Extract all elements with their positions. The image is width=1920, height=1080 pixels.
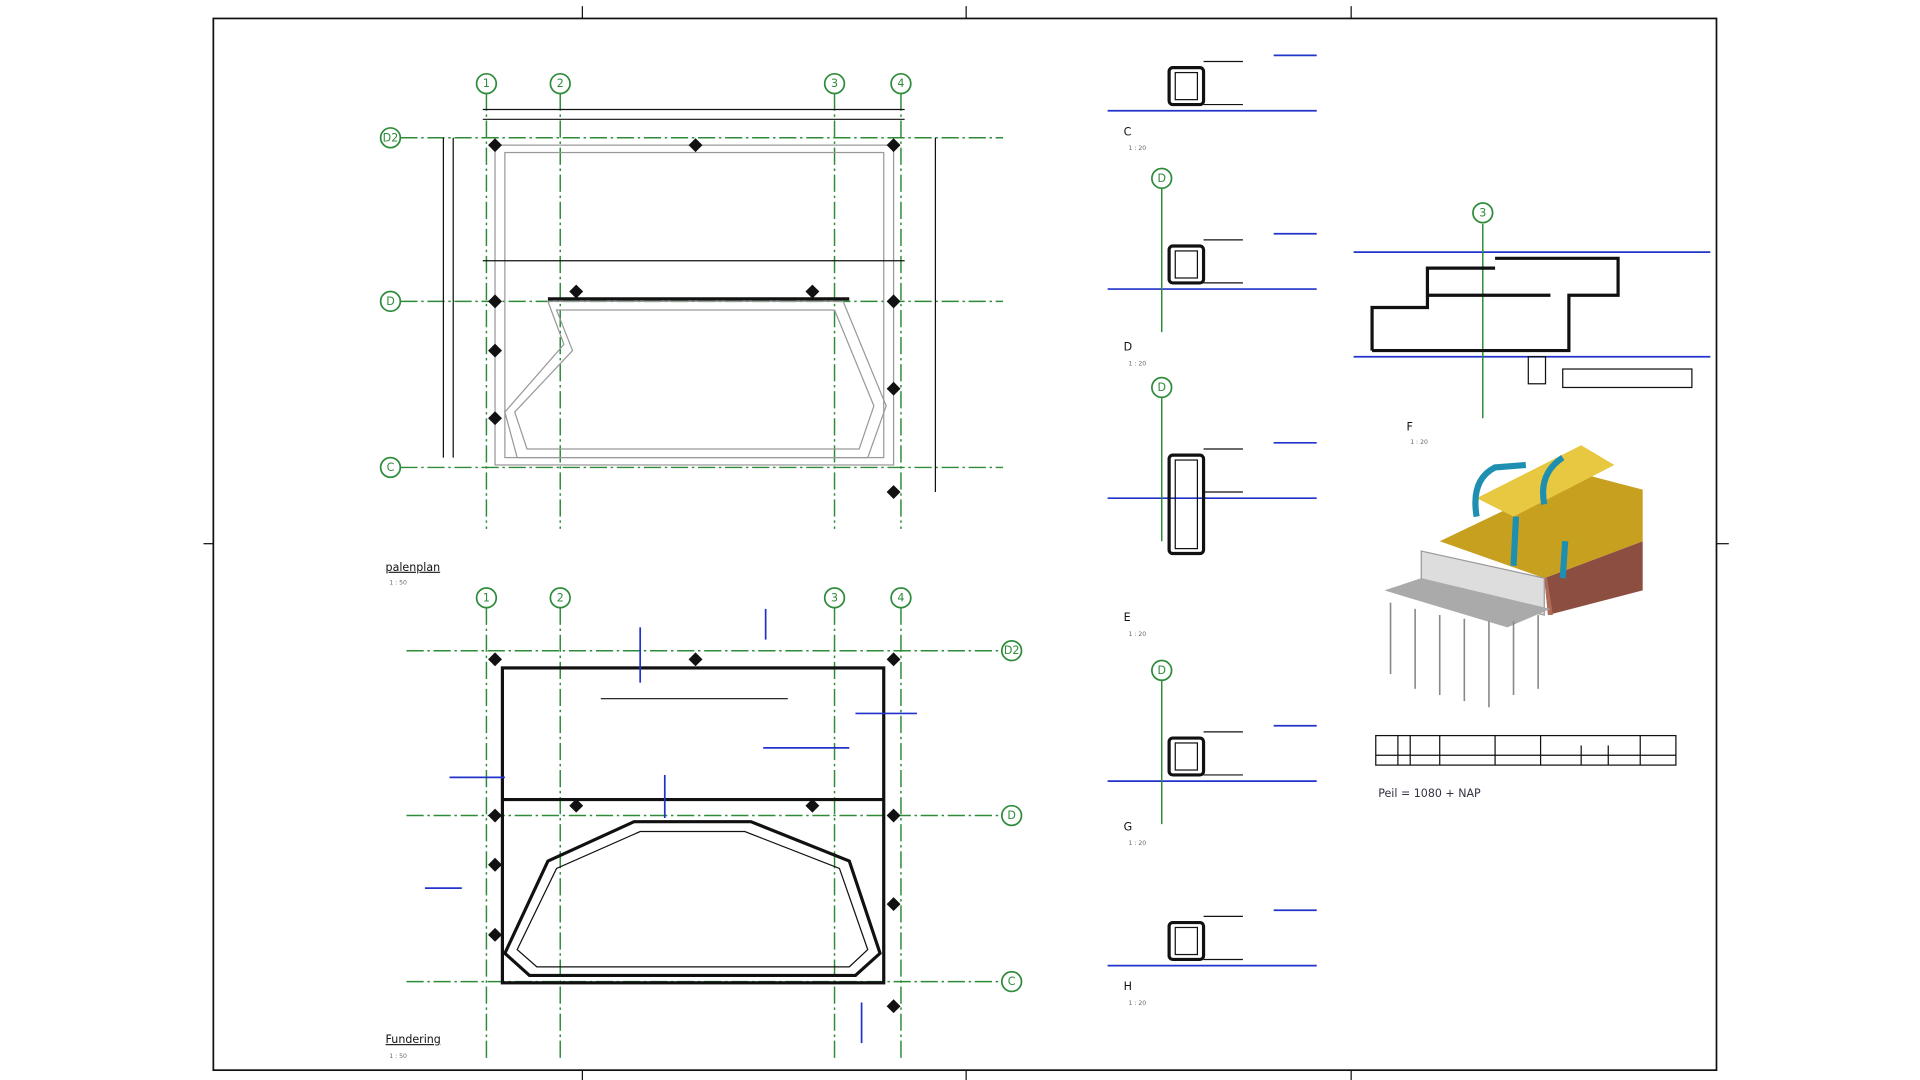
plan-scale-fundering: 1 : 50 <box>389 1053 407 1060</box>
grid-bubble-col <box>475 72 498 95</box>
grid-label-col: 4 <box>897 77 904 90</box>
3d-model-view <box>1384 445 1643 708</box>
section-scale: 1 : 20 <box>1129 1000 1147 1007</box>
grid-bubble-col <box>549 72 571 95</box>
section-beam <box>1167 453 1206 556</box>
grid-label-row: C <box>1008 975 1016 988</box>
pile-marker <box>488 411 502 426</box>
grid-label-row: D2 <box>383 131 399 144</box>
grid-bubble-row <box>1000 804 1023 827</box>
grid-bubble-row <box>1000 970 1023 993</box>
pile-marker <box>886 294 901 309</box>
section-label: D <box>1124 341 1133 354</box>
grid-bubble-col <box>890 72 912 95</box>
pile-marker <box>488 927 502 942</box>
pile-marker <box>488 808 502 823</box>
section-beam <box>1167 736 1206 777</box>
grid-bubble-row <box>1000 640 1023 662</box>
grid-label-col: 2 <box>557 591 564 604</box>
plan-title-palenplan: palenplan <box>386 561 441 574</box>
pile-marker <box>886 138 901 153</box>
pile-marker <box>688 138 703 153</box>
pile-marker <box>805 284 820 299</box>
level-table <box>1375 734 1677 766</box>
section-grid-label: D <box>1157 172 1166 185</box>
pile-marker <box>688 652 703 667</box>
section-label: G <box>1124 820 1133 833</box>
grid-label-col: 3 <box>831 77 838 90</box>
section-f-detail: 3 F 1 : 20 <box>1353 202 1711 446</box>
section-label: C <box>1124 125 1132 138</box>
grid-label-col: 2 <box>557 77 564 90</box>
pile-marker <box>488 652 502 667</box>
section-grid-label: D <box>1157 381 1166 394</box>
section-scale: 1 : 20 <box>1129 840 1147 847</box>
plan-scale-palenplan: 1 : 50 <box>389 579 407 586</box>
grid-bubble-col <box>890 587 912 609</box>
grid-label-row: C <box>387 461 395 474</box>
pile-marker <box>886 999 901 1014</box>
section-details: C 1 : 20 D D 1 : 20 D E 1 : 20 D G 1 : 20 H 1 : 20 <box>1107 54 1317 1007</box>
grid-bubble-row <box>379 290 402 313</box>
section-grid-bubble <box>1151 659 1173 682</box>
section-grid-bubble <box>1151 376 1173 399</box>
grid-label-row: D2 <box>1004 644 1020 657</box>
grid-bubble-col <box>549 587 571 609</box>
pile-marker <box>488 343 502 358</box>
pile-marker <box>886 897 901 912</box>
grid-label-row: D <box>386 295 395 308</box>
section-scale: 1 : 20 <box>1129 145 1147 152</box>
pile-marker <box>886 808 901 823</box>
section-f-label: F <box>1407 421 1413 434</box>
pile-marker <box>488 294 502 309</box>
grid-label-row: D <box>1007 809 1016 822</box>
border-ticks <box>203 6 1729 1080</box>
pile-marker <box>488 138 502 153</box>
grid-bubble-col <box>475 587 498 609</box>
pile-marker <box>886 652 901 667</box>
grid-label-col: 1 <box>483 77 490 90</box>
peil-note: Peil = 1080 + NAP <box>1378 787 1481 800</box>
section-f-scale: 1 : 20 <box>1410 439 1428 446</box>
pile-marker <box>488 857 502 872</box>
grid-bubble-row <box>379 127 402 149</box>
section-grid-label: D <box>1157 664 1166 677</box>
section-f-grid-bubble: 3 <box>1479 206 1486 219</box>
grid-bubble-col <box>823 587 846 609</box>
section-scale: 1 : 20 <box>1129 631 1147 638</box>
grid-label-col: 1 <box>483 591 490 604</box>
grid-label-col: 3 <box>831 591 838 604</box>
section-label: E <box>1124 611 1131 624</box>
pile-marker <box>569 284 584 299</box>
grid-label-col: 4 <box>897 591 904 604</box>
section-beam <box>1167 66 1206 107</box>
section-beam <box>1167 920 1206 962</box>
pile-marker <box>886 381 901 396</box>
pile-marker <box>569 798 584 813</box>
section-beam <box>1167 244 1206 285</box>
grid-bubble-col <box>823 72 846 95</box>
pile-marker <box>886 485 901 499</box>
section-grid-bubble <box>1151 167 1173 190</box>
pile-marker <box>805 798 820 813</box>
grid-bubble-row <box>379 456 402 479</box>
section-label: H <box>1124 980 1132 993</box>
section-scale: 1 : 20 <box>1129 360 1147 367</box>
plan-title-fundering: Fundering <box>386 1033 441 1046</box>
